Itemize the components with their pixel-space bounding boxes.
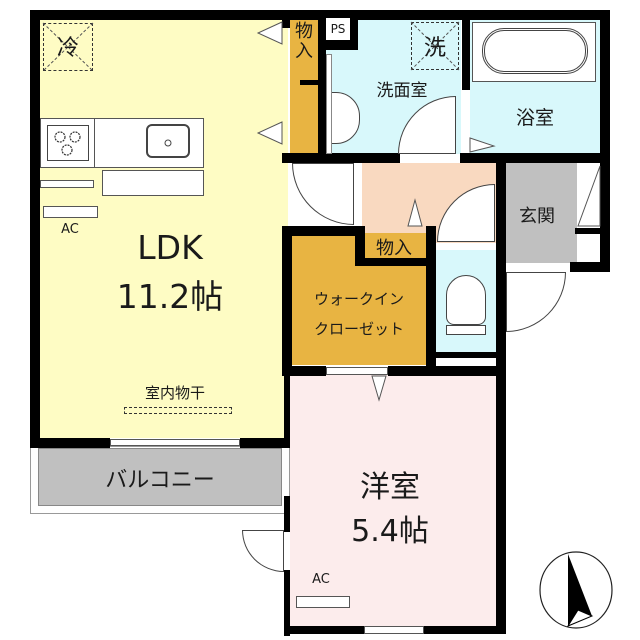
wic-label-line2: クローゼット — [313, 320, 404, 338]
wall-western-left-c — [284, 570, 290, 636]
washer-space — [411, 22, 459, 70]
ldk-name: LDK — [137, 228, 203, 267]
storage-mid-label: 物入 — [376, 238, 412, 259]
wall-western-left-b — [284, 496, 290, 532]
stove-burners-icon — [54, 131, 81, 156]
wall-ps-bottom — [326, 40, 358, 50]
wall-bath-left — [462, 18, 470, 90]
entrance-label: 玄関 — [519, 206, 555, 227]
fridge-space — [43, 23, 93, 71]
wall-storage-right — [318, 18, 326, 154]
washroom-label: 洗面室 — [376, 81, 428, 101]
kitchen-sink[interactable] — [146, 124, 190, 158]
wall-ldk-bottom-a — [30, 438, 110, 448]
room-western — [290, 375, 496, 630]
wall-mid-horizontal-a — [282, 153, 400, 163]
wall-storage-mid-bottom — [355, 258, 430, 266]
wall-western-bottom-a — [284, 626, 364, 634]
wall-top — [30, 10, 610, 20]
wic-label-line1: ウォークイン — [313, 290, 404, 308]
wall-western-left-a — [284, 376, 290, 442]
western-size: 5.4帖 — [351, 514, 429, 549]
wall-western-bottom-b — [424, 626, 506, 634]
wall-closet-bottom-a — [282, 366, 326, 376]
wall-entrance-bottom — [570, 262, 610, 272]
counter-shelf — [40, 180, 94, 188]
shoe-cabinet — [584, 236, 600, 260]
window-ldk-balcony[interactable] — [110, 439, 240, 446]
indoor-drying-rail — [124, 407, 232, 414]
wall-mid-horizontal-b — [460, 153, 610, 163]
ac-unit-western[interactable] — [296, 596, 350, 608]
door-entrance[interactable] — [506, 272, 566, 332]
washbasin-strip — [326, 54, 332, 154]
ac-unit-ldk[interactable] — [43, 206, 98, 218]
door-triangle-ldk-storage-2 — [256, 121, 283, 145]
fridge-label: 冷 — [56, 36, 79, 61]
toilet-bowl[interactable] — [446, 275, 486, 325]
ac-label-ldk: AC — [61, 222, 79, 237]
wall-storage-mid-box — [355, 226, 365, 264]
counter-divider — [94, 118, 95, 168]
wall-closet-left — [282, 226, 292, 376]
fridge-cross-icon — [42, 22, 94, 72]
door-triangle-ldk-storage-1 — [256, 21, 283, 45]
bath-label: 浴室 — [515, 107, 554, 129]
wall-right-top — [600, 10, 610, 166]
wall-closet-bottom-b — [388, 366, 506, 376]
wall-entrance-right — [600, 163, 610, 272]
ldk-size: 11.2帖 — [116, 277, 224, 316]
wall-entrance-inner — [575, 228, 610, 234]
bathtub[interactable] — [482, 28, 588, 74]
washer-cross-icon — [410, 21, 460, 71]
wall-ldk-bottom-b — [240, 438, 290, 448]
indoor-drying-label: 室内物干 — [144, 384, 205, 402]
washer-label: 洗 — [423, 36, 446, 61]
room-entrance — [505, 163, 577, 263]
wall-ps-right — [350, 18, 358, 50]
door-ldk-hall[interactable] — [292, 163, 354, 225]
door-triangle-storage-mid — [407, 198, 423, 227]
compass-north-arrow-icon — [539, 551, 613, 629]
balcony-floor — [38, 448, 282, 506]
toilet-shelf — [436, 358, 494, 364]
wall-closet-right — [426, 226, 436, 376]
balcony-label: バルコニー — [105, 468, 215, 493]
western-name: 洋室 — [360, 470, 420, 505]
door-triangle-entrance — [577, 165, 601, 227]
room-storage-top — [290, 18, 318, 154]
wall-hall-right — [496, 163, 506, 630]
wall-ldk-right-upper — [282, 18, 290, 28]
window-closet — [326, 367, 388, 375]
wall-left — [30, 10, 40, 446]
door-western-side[interactable] — [242, 530, 284, 572]
door-triangle-bath — [469, 137, 496, 153]
toilet-tank — [446, 325, 486, 335]
wall-toilet-bottom — [430, 352, 500, 358]
ps-box — [326, 18, 350, 40]
ac-label-western: AC — [312, 572, 330, 587]
wall-closet-top — [282, 226, 364, 236]
storage-top-label: 物入 — [295, 21, 313, 62]
ps-label: PS — [330, 22, 346, 36]
window-western-south[interactable] — [364, 626, 424, 634]
lower-counter — [102, 170, 204, 196]
wall-storage-shelf — [300, 80, 320, 85]
drain-icon — [164, 139, 172, 147]
door-triangle-closet — [371, 375, 387, 402]
